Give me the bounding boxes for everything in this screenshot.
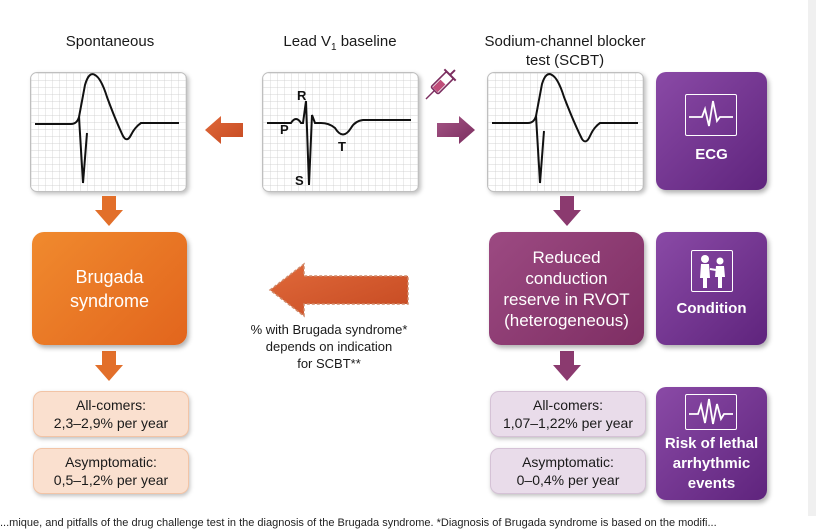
brugada-syndrome-box: Brugada syndrome — [32, 232, 187, 345]
right-frame-border — [808, 0, 816, 516]
side-risk-title: Risk of lethal arrhythmic events — [656, 434, 767, 494]
side-panel-condition: Condition — [656, 232, 767, 345]
arrow-down-to-brugada — [95, 196, 123, 226]
label-lead-prefix: Lead V — [283, 33, 331, 50]
label-scbt: Sodium-channel blocker test (SCBT) — [465, 32, 665, 70]
reduced-line4: (heterogeneous) — [504, 310, 629, 330]
left-asymptomatic-value: 0,5–1,2% per year — [53, 472, 169, 488]
label-lead-suffix: baseline — [336, 33, 397, 50]
figure-caption: ...mique, and pitfalls of the drug chall… — [0, 517, 717, 529]
note-line2: depends on indication — [265, 339, 393, 354]
indication-note: % with Brugada syndrome* depends on indi… — [240, 321, 418, 372]
arrow-down-to-left-rates — [95, 351, 123, 381]
left-allcomers-value: 2,3–2,9% per year — [53, 415, 169, 431]
side-panel-ecg: ECG — [656, 72, 767, 190]
label-lead-v1-baseline: Lead V1 baseline — [255, 32, 425, 57]
label-lead-subscript: 1 — [330, 42, 337, 53]
label-scbt-line2: test (SCBT) — [525, 52, 605, 69]
right-allcomers-pill: All-comers: 1,07–1,22% per year — [490, 391, 646, 437]
big-arrow-left — [268, 262, 409, 318]
arrow-down-to-right-rates — [553, 351, 581, 381]
side-panel-risk: Risk of lethal arrhythmic events — [656, 387, 767, 500]
side-ecg-title: ECG — [695, 146, 728, 163]
left-asymptomatic-label: Asymptomatic: — [65, 454, 157, 470]
ecg-trace-baseline: P R S T — [263, 73, 418, 191]
patient-caregiver-icon — [691, 250, 733, 292]
label-scbt-line1: Sodium-channel blocker — [484, 33, 646, 50]
side-risk-line1: Risk of lethal — [664, 435, 759, 452]
side-condition-title: Condition — [676, 300, 747, 317]
note-line1: % with Brugada syndrome* — [250, 322, 408, 337]
reduced-line3: reserve in RVOT — [503, 289, 630, 309]
right-asymptomatic-pill: Asymptomatic: 0–0,4% per year — [490, 448, 646, 494]
right-asymptomatic-value: 0–0,4% per year — [516, 472, 620, 488]
reduced-conduction-box: Reduced conduction reserve in RVOT (hete… — [489, 232, 644, 345]
left-allcomers-label: All-comers: — [75, 397, 146, 413]
left-allcomers-pill: All-comers: 2,3–2,9% per year — [33, 391, 189, 437]
arrow-down-to-reduced-reserve — [553, 196, 581, 226]
side-risk-line2: arrhythmic — [672, 455, 751, 472]
ecg-panel-baseline: P R S T — [262, 72, 419, 192]
ecg-panel-scbt — [487, 72, 644, 192]
reduced-line1: Reduced — [532, 247, 601, 267]
left-asymptomatic-pill: Asymptomatic: 0,5–1,2% per year — [33, 448, 189, 494]
right-asymptomatic-label: Asymptomatic: — [522, 454, 614, 470]
note-line3: for SCBT** — [297, 356, 361, 371]
brugada-line1: Brugada — [75, 266, 144, 287]
right-allcomers-value: 1,07–1,22% per year — [503, 415, 633, 431]
ecg-waveform-icon — [685, 94, 737, 136]
side-risk-line3: events — [687, 475, 736, 492]
wave-label-t: T — [338, 139, 346, 154]
wave-label-s: S — [295, 173, 304, 188]
brugada-line2: syndrome — [69, 290, 150, 311]
ecg-trace-spontaneous — [31, 73, 186, 191]
wave-label-p: P — [280, 122, 289, 137]
right-allcomers-label: All-comers: — [532, 397, 603, 413]
ecg-trace-scbt — [488, 73, 643, 191]
label-spontaneous: Spontaneous — [65, 33, 155, 50]
wave-label-r: R — [297, 88, 307, 103]
arrhythmia-icon — [685, 394, 737, 430]
arrow-right-to-scbt — [437, 116, 475, 144]
syringe-icon — [425, 68, 457, 100]
reduced-line2: conduction — [525, 268, 608, 288]
ecg-panel-spontaneous — [30, 72, 187, 192]
arrow-left-to-spontaneous — [205, 116, 243, 144]
